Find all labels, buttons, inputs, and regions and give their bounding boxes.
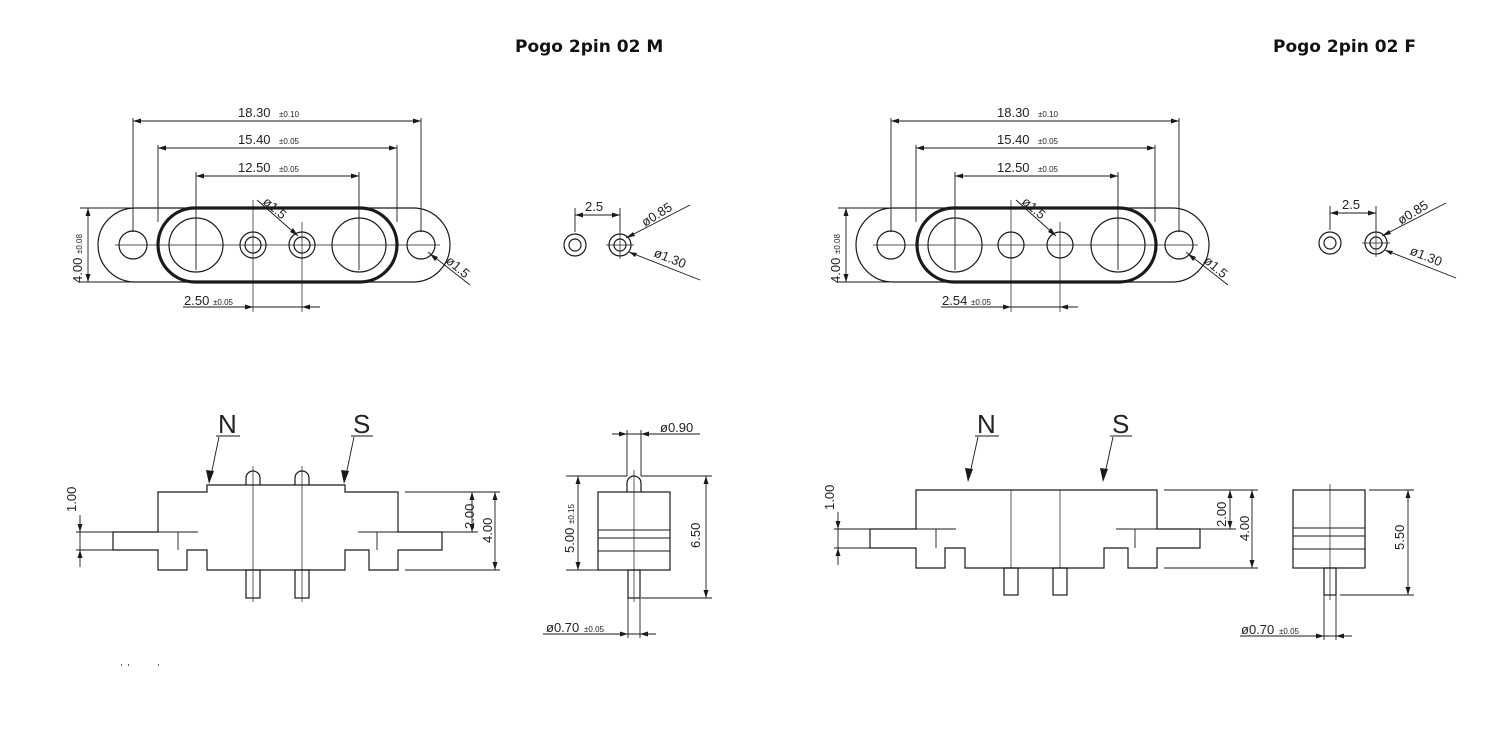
male-detail-gap: 2.5 [585, 199, 603, 214]
male-dim-4-00: 4.00 [480, 518, 495, 543]
male-dim-18-30: 18.30 [238, 105, 271, 120]
female-dim-18-30: 18.30 [997, 105, 1030, 120]
title-female: Pogo 2pin 02 F [1273, 37, 1416, 57]
male-dim-height: 4.00 [70, 258, 85, 283]
male-s-label: S [353, 409, 370, 439]
male-dim-2-00: 2.00 [462, 504, 477, 529]
male-end-total: 6.50 [688, 523, 703, 548]
female-detail-outer: ø1.30 [1408, 243, 1444, 269]
female-dim-15-40: 15.40 [997, 132, 1030, 147]
male-hole-label-top: ø1.5 [260, 194, 290, 222]
female-dim-15-40-tol: ±0.05 [1038, 137, 1059, 146]
female-dim-pitch: 2.54 [942, 293, 967, 308]
female-end-view: 5.50 ø0.70 ±0.05 [1240, 484, 1414, 640]
female-detail-gap: 2.5 [1342, 197, 1360, 212]
male-end-pin-top: ø0.90 [660, 420, 693, 435]
female-end-total: 5.50 [1392, 525, 1407, 550]
female-dim-height: 4.00 [828, 258, 843, 283]
male-end-body-tol: ±0.15 [567, 503, 576, 524]
female-detail-inner: ø0.85 [1395, 197, 1431, 227]
male-end-body: 5.00 [562, 528, 577, 553]
male-dim-12-50-tol: ±0.05 [279, 165, 300, 174]
male-detail-outer: ø1.30 [652, 245, 688, 271]
female-hole-label-top: ø1.5 [1019, 194, 1049, 222]
female-dim-pitch-tol: ±0.05 [971, 298, 992, 307]
male-detail-inner: ø0.85 [639, 199, 675, 229]
female-end-pin-bottom: ø0.70 [1241, 622, 1274, 637]
female-dim-4-00: 4.00 [1237, 516, 1252, 541]
male-dim-height-tol: ±0.08 [75, 233, 84, 254]
male-end-view: ø0.90 5.00 ±0.15 6.50 ø0.70 ±0.05 [543, 420, 712, 638]
male-dim-flange: 1.00 [64, 487, 79, 512]
female-dim-height-tol: ±0.08 [833, 233, 842, 254]
female-top-view: 18.30 ±0.10 15.40 ±0.05 12.50 ±0.05 4.00… [828, 105, 1231, 312]
female-end-pin-bottom-tol: ±0.05 [1279, 627, 1300, 636]
male-side-view: N S 1.00 2.00 4.00 [64, 409, 500, 602]
female-dim-18-30-tol: ±0.10 [1038, 110, 1059, 119]
female-side-view: N S 1.00 2.00 4.00 [822, 409, 1258, 596]
male-dim-pitch-tol: ±0.05 [213, 298, 234, 307]
female-hole-label-right: ø1.5 [1201, 253, 1231, 281]
scan-specks [121, 664, 159, 666]
female-pin-detail: 2.5 ø0.85 ø1.30 [1318, 197, 1457, 279]
female-dim-flange: 1.00 [822, 485, 837, 510]
male-n-label: N [218, 409, 237, 439]
female-dim-12-50: 12.50 [997, 160, 1030, 175]
female-s-label: S [1112, 409, 1129, 439]
female-dim-2-00: 2.00 [1214, 502, 1229, 527]
title-male: Pogo 2pin 02 M [515, 37, 663, 57]
male-pin-detail: 2.5 ø0.85 ø1.30 [563, 199, 701, 281]
male-end-pin-bottom-tol: ±0.05 [584, 625, 605, 634]
male-top-view: 18.30 ±0.10 15.40 ±0.05 12.50 ±0.05 4.00… [70, 105, 473, 312]
female-dim-12-50-tol: ±0.05 [1038, 165, 1059, 174]
male-dim-12-50: 12.50 [238, 160, 271, 175]
male-dim-15-40: 15.40 [238, 132, 271, 147]
male-dim-15-40-tol: ±0.05 [279, 137, 300, 146]
male-dim-18-30-tol: ±0.10 [279, 110, 300, 119]
male-end-pin-bottom: ø0.70 [546, 620, 579, 635]
female-n-label: N [977, 409, 996, 439]
male-dim-pitch: 2.50 [184, 293, 209, 308]
